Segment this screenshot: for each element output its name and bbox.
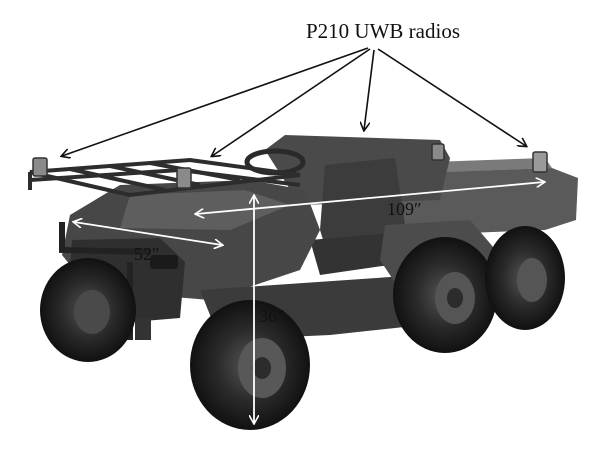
utility-vehicle-icon xyxy=(28,135,578,430)
width-label: 52″ xyxy=(134,244,160,264)
arrow-to-radio-2 xyxy=(212,48,371,156)
headlight xyxy=(150,255,178,269)
radio-front-left xyxy=(32,157,48,177)
tow-hitch xyxy=(135,318,151,340)
width-dimension-line xyxy=(74,222,222,245)
front-left-tire xyxy=(40,258,136,362)
length-label: 109″ xyxy=(387,199,422,219)
radio-rear-left xyxy=(431,143,445,161)
arrow-to-radio-1 xyxy=(62,47,369,156)
radios-label: P210 UWB radios xyxy=(306,19,460,43)
middle-tire xyxy=(393,237,497,353)
radio-rear-right xyxy=(532,151,548,173)
arrow-to-radio-4 xyxy=(377,48,526,146)
front-right-tire xyxy=(190,300,310,430)
rear-tire xyxy=(485,226,565,330)
dimension-lines xyxy=(74,182,544,423)
radio-front-right xyxy=(176,167,192,189)
callout-arrows xyxy=(62,47,526,156)
height-label: 36″ xyxy=(259,306,285,326)
arrow-to-radio-3 xyxy=(364,49,375,130)
